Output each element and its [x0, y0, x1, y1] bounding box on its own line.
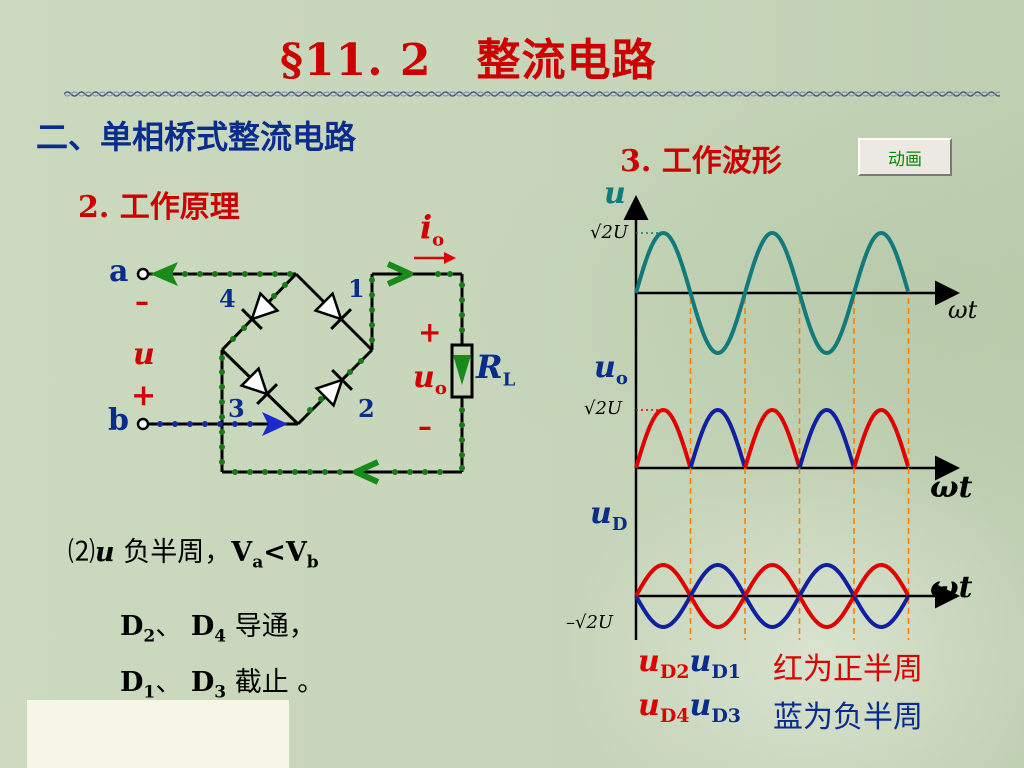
arrow-right-b	[262, 412, 288, 436]
input-wave-u	[634, 230, 910, 356]
out-minus-label: –	[418, 410, 432, 443]
out-uo-label: uo	[413, 360, 447, 399]
title-divider	[64, 90, 1000, 98]
subsection-heading: 2. 工作原理	[78, 190, 240, 225]
terminal-b	[136, 417, 150, 431]
uo-half-cycle	[634, 407, 692, 469]
cutoff-diodes: D1、 D3 截止 。	[120, 667, 325, 703]
plus-b-label: +	[131, 378, 157, 413]
wt-label-3: ωt	[930, 570, 973, 605]
peak-label-uo: √2U	[584, 398, 623, 419]
input-u-label: u	[133, 337, 155, 372]
waveform-heading: 3. 工作波形	[620, 144, 782, 179]
uo-half-cycle	[797, 407, 856, 469]
legend-red-row: uD2uD1	[638, 644, 742, 683]
node-b-label: b	[108, 403, 129, 438]
wt-label-1: ωt	[948, 296, 978, 324]
ud-half-cycle-blue	[688, 563, 747, 597]
ud-half-cycle-red	[797, 595, 856, 629]
current-path-green	[167, 271, 465, 475]
load-rl-label: RL	[476, 348, 516, 391]
current-arrow-io	[414, 252, 456, 264]
uo-half-cycle	[688, 407, 747, 469]
diode-3-label: 3	[228, 394, 245, 423]
ud-half-cycle-blue	[634, 595, 692, 629]
arrow-left-a	[150, 262, 178, 286]
slide-title: §11. 2 整流电路	[280, 35, 657, 86]
conducting-diodes: D2、 D4 导通，	[120, 611, 316, 647]
uo-half-cycle	[852, 407, 910, 469]
legend-red-text: 红为正半周	[773, 652, 923, 687]
blank-panel	[27, 700, 289, 768]
ud-half-cycle-blue	[852, 595, 910, 629]
diode-4-label: 4	[219, 284, 236, 313]
current-path-blue	[157, 421, 253, 427]
node-a-label: a	[109, 254, 129, 289]
diode-1-label: 1	[348, 274, 365, 303]
arrow-down-load	[453, 355, 471, 385]
ud-half-cycle-blue	[743, 595, 801, 629]
wt-label-2: ωt	[930, 470, 973, 505]
arrow-left-bottom	[353, 459, 380, 485]
diode-4	[240, 291, 280, 331]
ud-half-cycle-red	[634, 563, 692, 597]
uo-half-cycle	[743, 407, 801, 469]
diode-2	[314, 368, 354, 408]
current-io-label: io	[420, 208, 445, 251]
ud-half-cycle-red	[852, 563, 910, 597]
arrow-right-top	[386, 261, 413, 287]
zero-crossing-guides	[689, 298, 910, 640]
legend-blue-row: uD4uD3	[638, 688, 742, 727]
ud-half-cycle-red	[743, 563, 801, 597]
out-plus-label: +	[418, 316, 442, 349]
diode-1	[313, 291, 353, 331]
uo-axis-label: uo	[594, 350, 628, 389]
case-negative-half: ⑵u 负半周，Va<Vb	[68, 537, 319, 573]
neg-peak-label: –√2U	[566, 612, 614, 633]
ud-half-cycle-red	[688, 595, 747, 629]
output-wave-uo	[634, 407, 910, 469]
animate-button[interactable]: 动画	[858, 138, 952, 176]
u-axis-label: u	[604, 176, 626, 211]
diode-2-label: 2	[358, 394, 375, 423]
peak-label-u: √2U	[590, 222, 629, 243]
terminal-a	[136, 267, 150, 281]
ud-half-cycle-blue	[797, 563, 856, 597]
diode-3	[239, 366, 279, 406]
minus-a-label: –	[135, 285, 149, 318]
legend-blue-text: 蓝为负半周	[773, 700, 923, 735]
ud-axis-label: uD	[590, 496, 628, 535]
section-heading: 二、单相桥式整流电路	[36, 118, 357, 156]
diode-voltage-ud	[634, 563, 910, 629]
load-resistor	[450, 343, 474, 399]
